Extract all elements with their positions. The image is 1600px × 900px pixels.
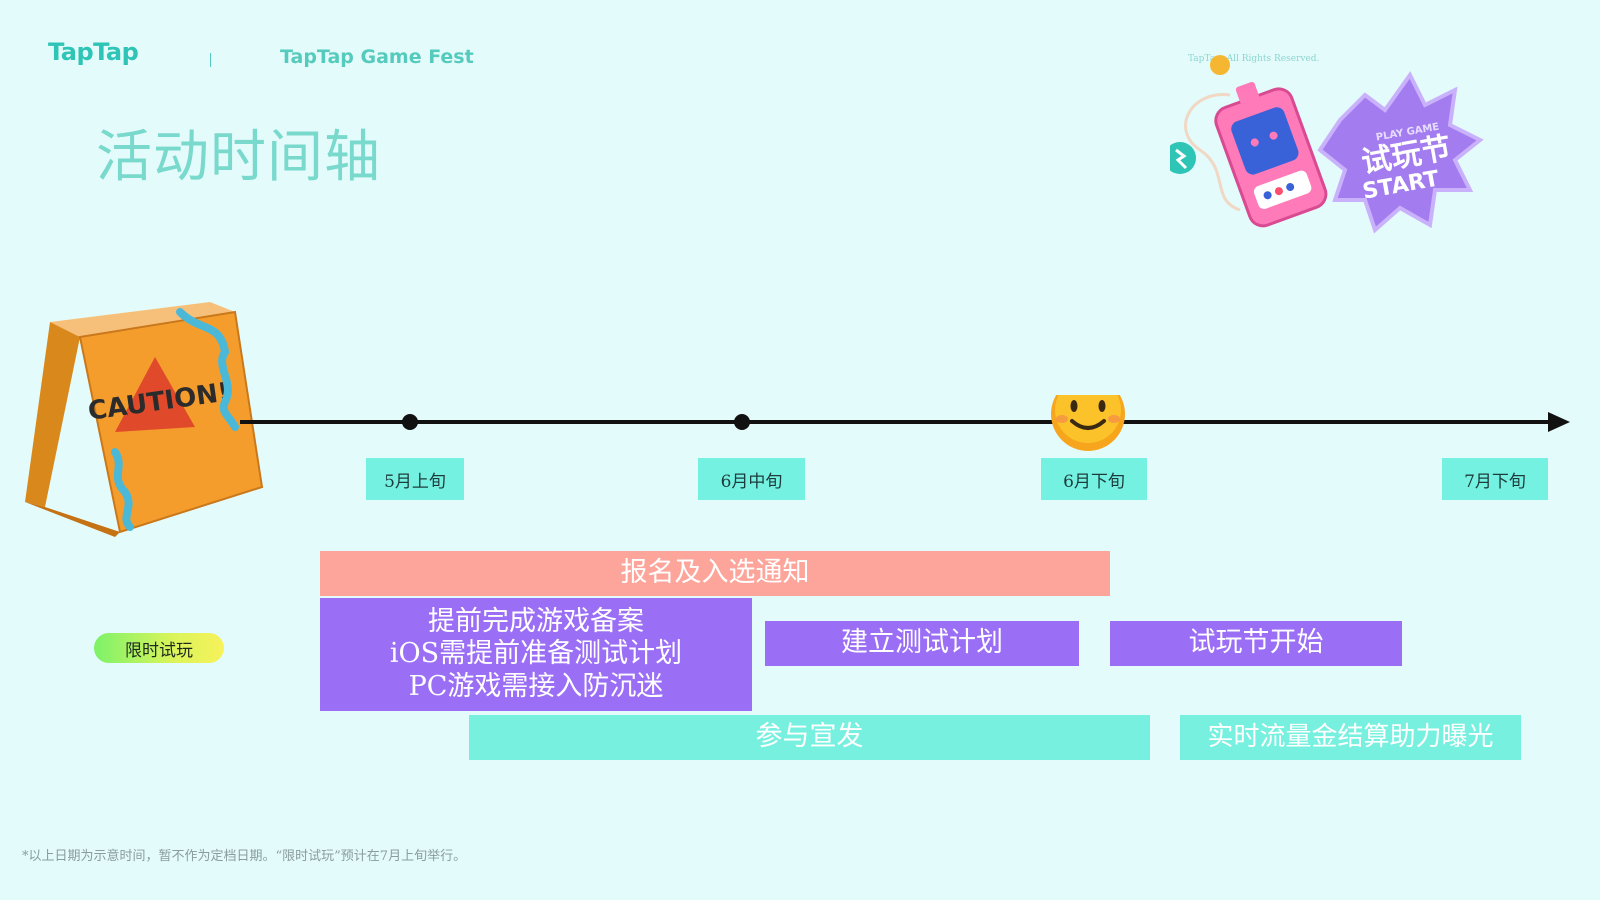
phase-bar-realtime: 实时流量金结算助力曝光 <box>1180 715 1521 760</box>
footnote: *以上日期为示意时间，暂不作为定档日期。“限时试玩”预计在7月上旬举行。 <box>22 849 467 864</box>
page-title: 活动时间轴 <box>96 125 381 190</box>
event-name: TapTap Game Fest <box>280 46 474 68</box>
date-label-june-mid: 6月中旬 <box>698 458 805 500</box>
timeline-axis <box>240 395 1570 451</box>
copyright-note: TapTap. All Rights Reserved. <box>1188 54 1320 64</box>
phase-bar-prepare: 提前完成游戏备案 iOS需提前准备测试计划 PC游戏需接入防沉迷 <box>320 598 752 711</box>
handheld-console-icon <box>1214 81 1328 228</box>
phase-bar-testplan: 建立测试计划 <box>765 621 1079 666</box>
taptap-logo: TapTap <box>48 38 139 66</box>
caution-sign-icon: CAUTION! <box>25 302 264 537</box>
header-separator <box>210 53 211 67</box>
smiley-face-icon <box>1051 395 1125 451</box>
bead-icon <box>1210 55 1230 75</box>
timeline-arrow-icon <box>1548 412 1570 432</box>
cord-shape <box>1184 93 1241 212</box>
badge-burst-shape <box>1317 71 1484 234</box>
play-game-illustration: PLAY GAME 试玩节 START <box>1170 55 1484 234</box>
limited-trial-pill: 限时试玩 <box>94 633 224 663</box>
timeline-dot-1 <box>402 414 418 430</box>
date-label-may-early: 5月上旬 <box>366 458 464 500</box>
phase-bar-promo: 参与宣发 <box>469 715 1150 760</box>
date-label-july-late: 7月下旬 <box>1442 458 1548 500</box>
date-label-june-late: 6月下旬 <box>1041 458 1147 500</box>
phase-bar-signup: 报名及入选通知 <box>320 551 1110 596</box>
timeline-dot-2 <box>734 414 750 430</box>
phase-bar-fest-start: 试玩节开始 <box>1110 621 1402 666</box>
